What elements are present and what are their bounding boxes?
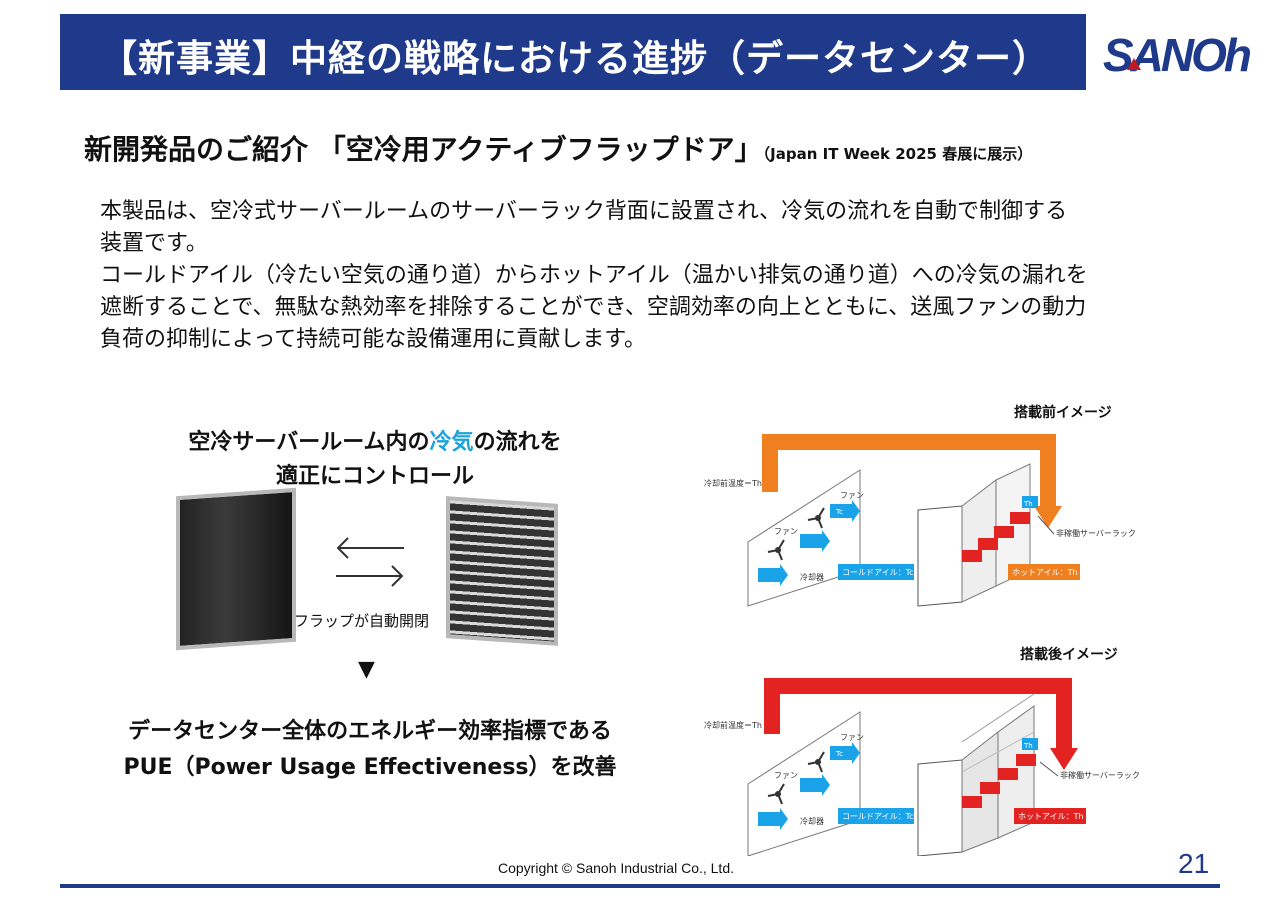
body-text: 本製品は、空冷式サーバールームのサーバーラック背面に設置され、冷気の流れを自動で… <box>100 199 1088 352</box>
rack-1 <box>917 505 963 607</box>
caption-bottom: データセンター全体のエネルギー効率指標である PUE（Power Usage E… <box>70 714 670 786</box>
after-image-label: 搭載後イメージ <box>1020 647 1118 663</box>
rack-1 <box>917 759 963 856</box>
copyright: Copyright © Sanoh Industrial Co., Ltd. <box>498 860 734 876</box>
caption-top-b: の流れを <box>473 430 562 455</box>
after-temp-label: 冷却前温度＝Th <box>704 720 762 730</box>
after-cold-aisle: コールドアイル：Tc <box>842 812 914 821</box>
before-hot-aisle: ホットアイル：Th <box>1012 568 1078 577</box>
sanoh-logo: SANOh <box>1103 29 1252 81</box>
before-cooler: 冷却器 <box>800 572 824 582</box>
after-fan2: ファン <box>774 771 798 780</box>
flap-door-closed-image <box>176 487 296 651</box>
before-return-arrow <box>762 434 1056 510</box>
caption-bottom-line1: データセンター全体のエネルギー効率指標である <box>128 719 612 744</box>
after-tag-tc: Tc <box>835 750 843 758</box>
before-rack: 非稼働サーバーラック <box>1056 528 1136 538</box>
after-return-arrow-head <box>1050 748 1078 770</box>
caption-bottom-line2: PUE（Power Usage Effectiveness）を改善 <box>123 755 617 780</box>
before-image-label: 搭載前イメージ <box>1014 405 1112 421</box>
before-return-arrow-head <box>1034 506 1062 528</box>
after-return-arrow <box>764 678 1072 752</box>
before-fan2: ファン <box>774 527 798 536</box>
caption-top-line2: 適正にコントロール <box>275 464 474 489</box>
caption-top-accent: 冷気 <box>429 430 474 455</box>
before-cold-aisle: コールドアイル：Tc <box>842 568 914 577</box>
flap-label: フラップが自動開閉 <box>294 612 430 630</box>
header-bar <box>60 14 1086 90</box>
subtitle-note: （Japan IT Week 2025 春展に展示） <box>762 145 1033 163</box>
before-tag-tc: Tc <box>835 508 843 516</box>
subtitle-main: 新開発品のご紹介 「空冷用アクティブフラップドア」 <box>84 133 763 166</box>
footer-line <box>60 884 1220 888</box>
caption-top: 空冷サーバールーム内の冷気の流れを 適正にコントロール <box>140 426 610 494</box>
after-rack: 非稼働サーバーラック <box>1060 770 1140 780</box>
caption-top-a: 空冷サーバールーム内の <box>188 430 430 455</box>
page-title: 【新事業】中経の戦略における進捗（データセンター） <box>100 37 1050 80</box>
after-tag-th: Th <box>1023 742 1033 750</box>
after-hot-aisle: ホットアイル：Th <box>1018 812 1084 821</box>
subtitle: 新開発品のご紹介 「空冷用アクティブフラップドア」（Japan IT Week … <box>84 128 1032 168</box>
after-fan1: ファン <box>840 733 864 742</box>
page-number: 21 <box>1178 848 1210 879</box>
before-temp-label: 冷却前温度＝Th <box>704 478 762 488</box>
logo-triangle-icon <box>1127 58 1141 70</box>
before-diagram: 冷却前温度＝Th ファン ファン 冷却器 コールドアイル：Tc ホットアイル：T… <box>704 434 1136 607</box>
down-triangle-icon: ▼ <box>358 657 375 682</box>
before-fan1: ファン <box>840 491 864 500</box>
before-tag-th: Th <box>1023 500 1033 508</box>
exchange-arrows-icon <box>336 537 404 587</box>
flap-door-open-image <box>446 496 558 646</box>
after-diagram: 冷却前温度＝Th ファン ファン 冷却器 コールドアイル：Tc ホットアイル：T… <box>704 678 1140 856</box>
after-cooler: 冷却器 <box>800 816 824 826</box>
